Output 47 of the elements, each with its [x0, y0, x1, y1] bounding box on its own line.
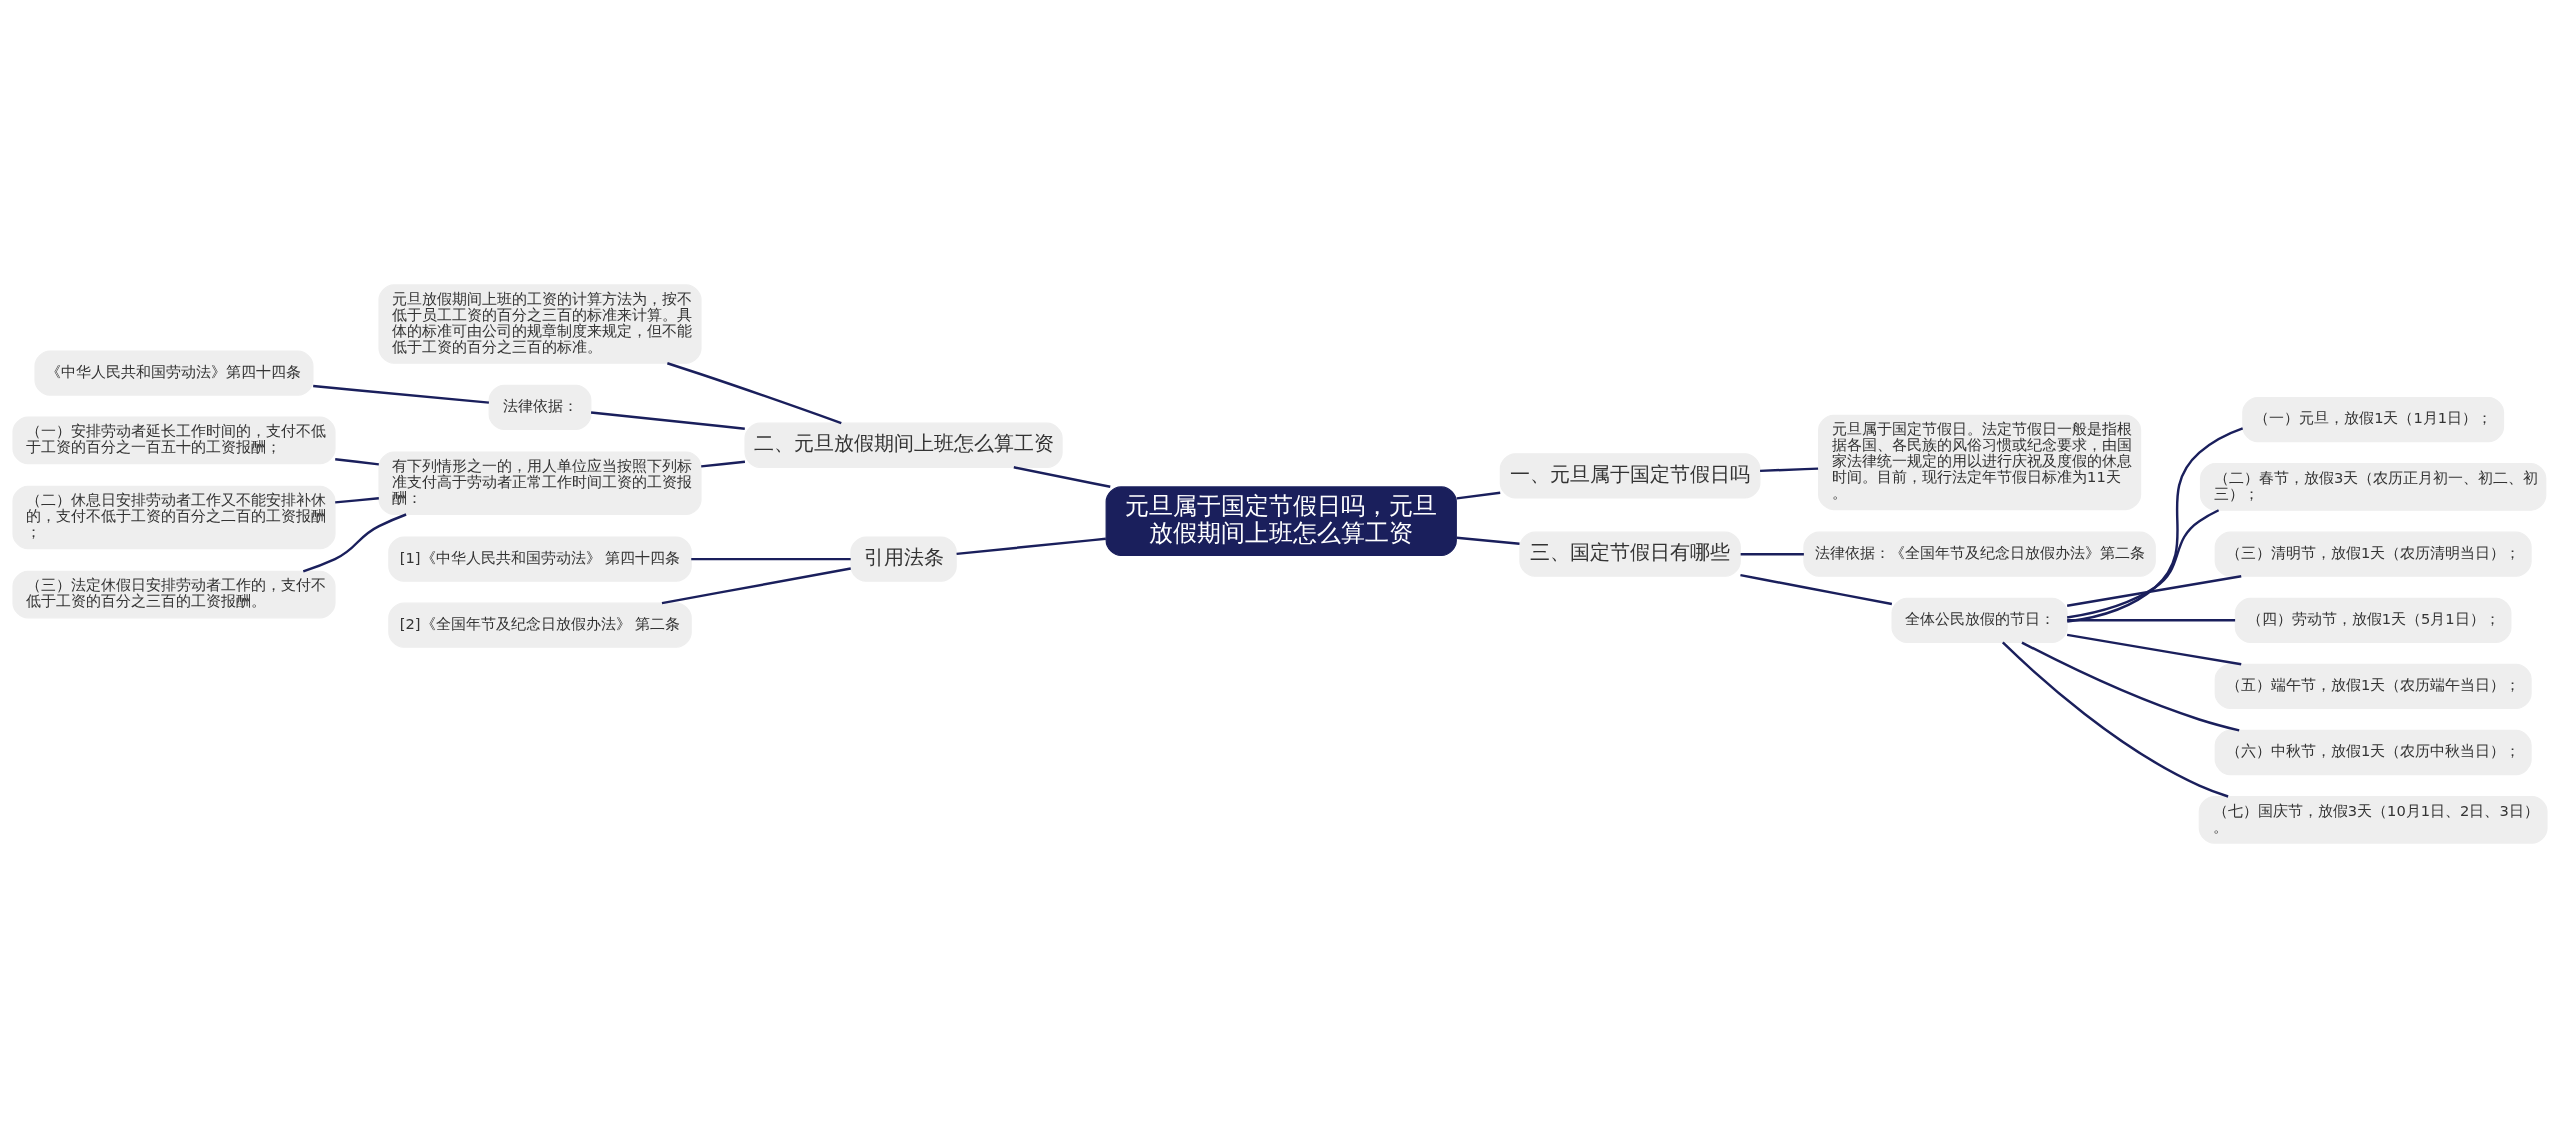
- connector: [701, 460, 746, 468]
- node-box: [2]《全国年节及纪念日放假办法》 第二条: [388, 602, 692, 648]
- node-box: 三、国定节假日有哪些: [1519, 531, 1741, 577]
- node-box: 元旦属于国定节假日吗，元旦放假期间上班怎么算工资: [1105, 486, 1457, 557]
- node-box: （二）休息日安排劳动者工作又不能安排补休的，支付不低于工资的百分之二百的工资报酬；: [12, 485, 336, 550]
- connector: [1456, 536, 1520, 545]
- connector: [2021, 641, 2240, 732]
- node-box: （一）安排劳动者延长工作时间的，支付不低于工资的百分之一百五十的工资报酬；: [12, 416, 336, 465]
- node-box: （三）清明节，放假1天（农历清明当日）；: [2214, 531, 2532, 577]
- connector: [956, 537, 1106, 556]
- connector: [667, 362, 842, 425]
- connector: [691, 557, 851, 561]
- connector: [335, 497, 379, 504]
- node-box: 《中华人民共和国劳动法》第四十四条: [34, 350, 314, 396]
- node-box: 法律依据：: [488, 384, 592, 430]
- node-box: （四）劳动节，放假1天（5月1日）；: [2234, 597, 2512, 643]
- connector: [1456, 491, 1501, 500]
- node-box: 元旦放假期间上班的工资的计算方法为，按不低于员工工资的百分之三百的标准来计算。具体的标准可由公司的规章制度来规定，但不能低于工资的百分之三百的标准。: [378, 284, 702, 364]
- node-box: [1]《中华人民共和国劳动法》 第四十四条: [388, 536, 692, 582]
- connector: [2067, 619, 2236, 622]
- connector: [2066, 509, 2220, 619]
- connector: [2066, 633, 2242, 666]
- connector: [2001, 641, 2229, 798]
- connector: [1760, 467, 1819, 473]
- node-box: （二）春节，放假3天（农历正月初一、初二、初三）；: [2199, 463, 2547, 511]
- connector: [2066, 575, 2242, 607]
- node-box: 引用法条: [850, 536, 957, 582]
- node-box: （一）元旦，放假1天（1月1日）；: [2242, 396, 2505, 443]
- node-box: 一、元旦属于国定节假日吗: [1499, 453, 1761, 499]
- connector: [302, 513, 407, 573]
- node-box: （五）端午节，放假1天（农历端午当日）；: [2214, 663, 2532, 710]
- node-box: 有下列情形之一的，用人单位应当按照下列标准支付高于劳动者正常工作时间工资的工资报酬：: [378, 451, 702, 516]
- node-box: （七）国庆节，放假3天（10月1日、2日、3日）。: [2198, 796, 2548, 844]
- connector: [335, 458, 379, 466]
- connector: [590, 411, 745, 430]
- connector: [1740, 573, 1893, 606]
- connector: [1740, 553, 1804, 556]
- node-box: 法律依据：《全国年节及纪念日放假办法》第二条: [1803, 531, 2156, 577]
- node-box: 二、元旦放假期间上班怎么算工资: [744, 422, 1063, 468]
- connector: [1013, 466, 1111, 489]
- connector: [661, 567, 851, 605]
- node-box: （六）中秋节，放假1天（农历中秋当日）；: [2214, 729, 2532, 776]
- node-box: （三）法定休假日安排劳动者工作的，支付不低于工资的百分之三百的工资报酬。: [12, 570, 336, 619]
- node-box: 全体公民放假的节日：: [1891, 597, 2068, 643]
- connector: [2067, 427, 2244, 623]
- node-box: 元旦属于国定节假日。法定节假日一般是指根据各国、各民族的风俗习惯或纪念要求，由国家法律统一规定的用以进行庆祝及度假的休息时间。目前，现行法定年节假日标准为11天。: [1818, 414, 2142, 511]
- connector: [313, 384, 489, 404]
